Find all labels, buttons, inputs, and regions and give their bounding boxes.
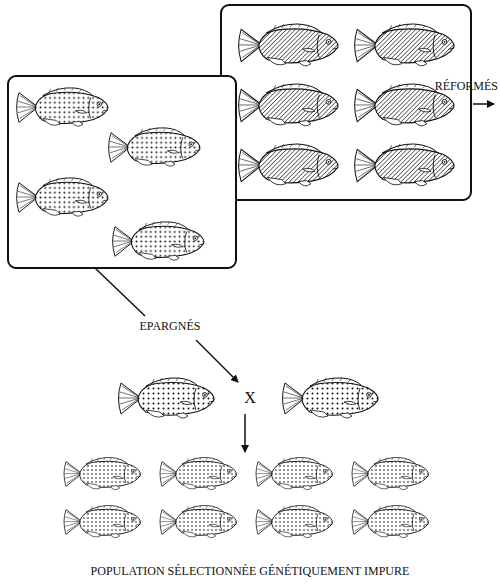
spared-label: EPARGNÉS [140, 320, 201, 332]
culled-fish [355, 24, 454, 66]
spared-fish [17, 88, 108, 126]
offspring-fish [64, 458, 140, 490]
culled-fish [239, 144, 338, 186]
spared-fish [109, 128, 200, 166]
spared-box [8, 76, 236, 268]
leader-line [95, 268, 145, 316]
offspring-fish [256, 506, 332, 538]
spared-fish [113, 222, 204, 260]
offspring-fish [64, 506, 140, 538]
offspring-fish [160, 506, 236, 538]
offspring-fish [160, 458, 236, 490]
offspring-arrow [244, 414, 246, 452]
cross-symbol: X [244, 390, 256, 406]
culled-arrow [473, 103, 494, 105]
parent-fish [119, 378, 215, 418]
culled-label: RÉFORMÉS [435, 80, 498, 92]
culled-fish [239, 24, 338, 66]
offspring-fish [352, 506, 428, 538]
cross-arrow [196, 340, 238, 382]
spared-fish [17, 178, 108, 216]
offspring-fish [352, 458, 428, 490]
culled-fish [355, 144, 454, 186]
figure-caption: POPULATION SÉLECTIONNÉE GÉNÉTIQUEMENT IM… [91, 565, 410, 577]
offspring-fish [256, 458, 332, 490]
parent-fish [283, 378, 379, 418]
culled-fish [239, 84, 338, 126]
culled-box [221, 5, 471, 200]
